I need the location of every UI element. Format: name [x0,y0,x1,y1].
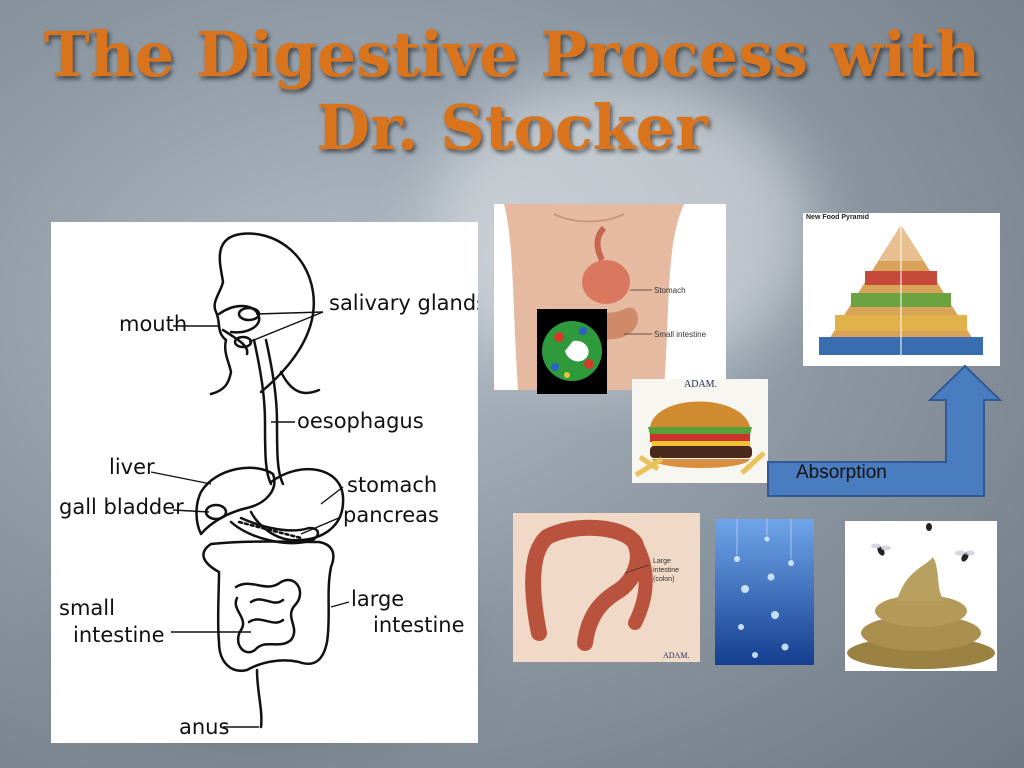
torso-small-intestine-label: Small intestine [654,330,707,339]
torso-illustration: Stomach Small intestine [494,204,726,390]
burger-watermark: ADAM. [684,379,718,390]
title-line-1: The Digestive Process with [43,18,981,91]
enzyme-svg [537,309,607,394]
colon-watermark: ADAM. [663,651,690,660]
title-line-2: Dr. Stocker [316,91,708,165]
torso-stomach-label: Stomach [654,286,686,295]
label-small-intestine: intestine [73,623,165,647]
absorption-arrow-shape [767,364,1003,497]
label-large: large [351,587,404,611]
label-anus: anus [179,715,229,739]
label-salivary-glands: salivary glands [329,291,478,315]
label-pancreas: pancreas [343,503,439,527]
slide-title: The Digestive Process with Dr. Stocker [0,18,1024,164]
label-mouth: mouth [119,312,187,336]
water-drops-image [715,519,814,665]
waste-svg [845,521,997,671]
label-oesophagus: oesophagus [297,409,424,433]
torso-svg: Stomach Small intestine [494,204,726,390]
colon-svg [513,513,700,662]
hamburger-svg [632,379,768,483]
label-small: small [59,596,115,620]
label-stomach: stomach [347,473,437,497]
diagram-drawing [195,232,345,729]
absorption-arrow [767,364,1003,497]
water-drops-svg [715,519,814,665]
label-large-intestine: intestine [373,613,465,637]
label-gall-bladder: gall bladder [59,495,184,519]
digestive-diagram-svg: mouth salivary glands oesophagus liver g… [59,232,478,739]
food-pyramid-image: New Food Pyramid [803,213,1000,366]
food-pyramid-title: New Food Pyramid [806,214,870,221]
enzyme-molecule-image [537,309,607,394]
absorption-label: Absorption [796,462,887,483]
hamburger-image: ADAM. [632,379,768,483]
food-pyramid-svg [803,213,1000,366]
label-liver: liver [109,455,155,479]
waste-image [845,521,997,671]
label-leaders [150,311,350,728]
digestive-system-diagram: mouth salivary glands oesophagus liver g… [51,222,478,743]
